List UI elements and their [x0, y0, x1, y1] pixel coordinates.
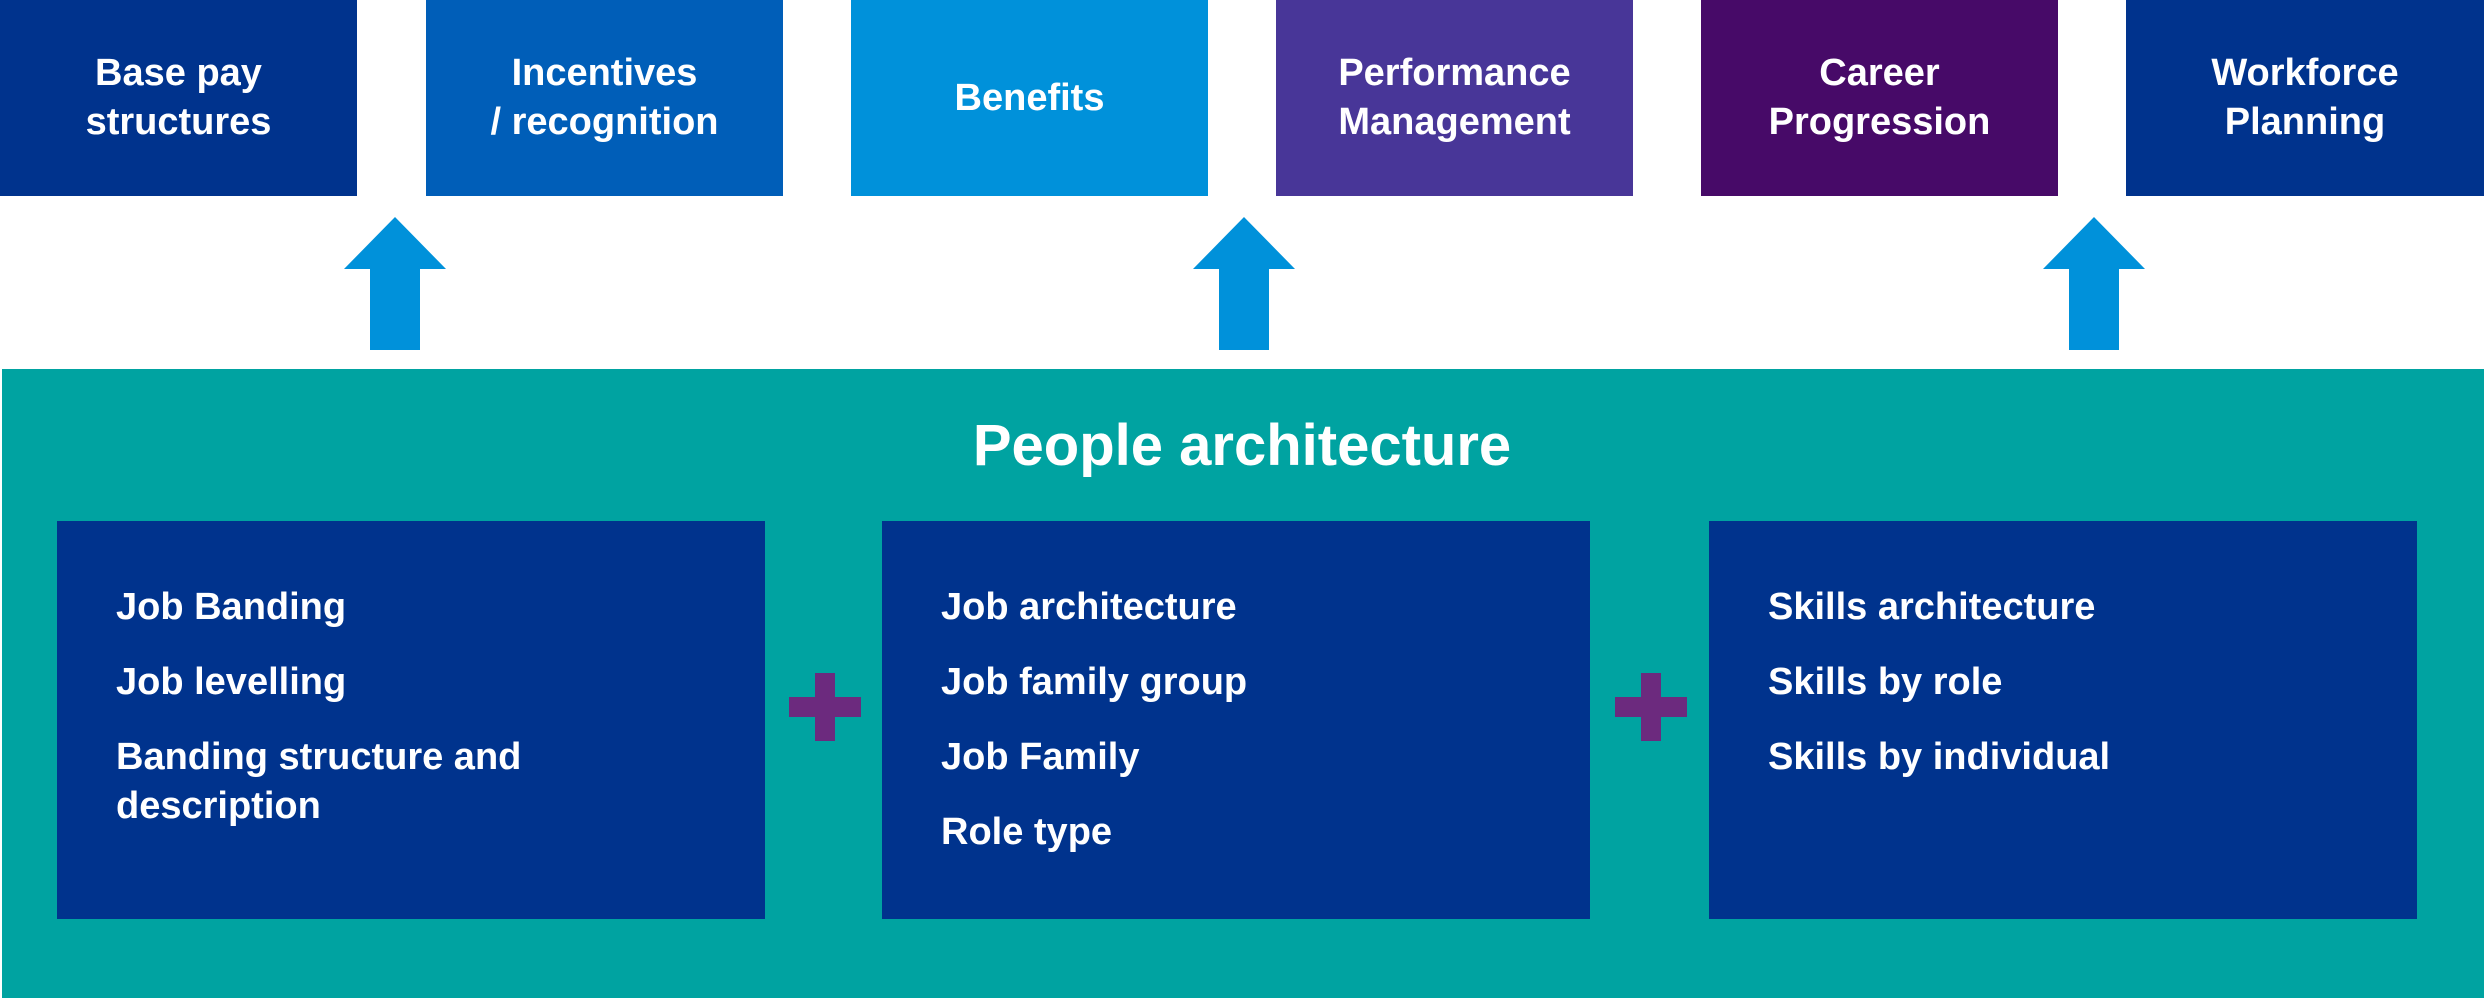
list-item: Job Family	[941, 736, 1140, 778]
outcome-label: Performance Management	[1338, 52, 1571, 143]
list-item: Job Banding	[116, 586, 347, 628]
outcome-label: Base pay structures	[85, 52, 272, 143]
list-item: Role type	[941, 811, 1113, 853]
job-architecture-box: Job architecture Job family group Job Fa…	[882, 521, 1590, 919]
outcome-workforce: Workforce Planning	[2126, 0, 2484, 196]
up-arrow-icon	[344, 217, 446, 350]
outcome-label: Incentives / recognition	[490, 52, 719, 143]
job-banding-box: Job Banding Job levelling Banding struct…	[57, 521, 765, 919]
people-architecture-title: People architecture	[972, 413, 1512, 478]
list-item: Job family group	[941, 661, 1248, 703]
list-item: Skills by role	[1768, 661, 2003, 703]
outcome-label: Benefits	[954, 76, 1105, 119]
plus-icon	[789, 673, 861, 741]
plus-icon	[1615, 673, 1687, 741]
up-arrow-icon	[1193, 217, 1295, 350]
outcome-base-pay: Base pay structures	[0, 0, 357, 196]
outcome-label: Workforce Planning	[2211, 52, 2399, 143]
skills-architecture-box: Skills architecture Skills by role Skill…	[1709, 521, 2417, 919]
outcome-career: Career Progression	[1701, 0, 2058, 196]
list-item: Banding structure and description	[116, 736, 522, 827]
list-item: Job architecture	[941, 586, 1237, 628]
list-item: Job levelling	[116, 661, 347, 703]
outcome-benefits: Benefits	[851, 0, 1208, 196]
list-item: Skills architecture	[1768, 586, 2096, 628]
outcome-incentives: Incentives / recognition	[426, 0, 783, 196]
up-arrow-icon	[2043, 217, 2145, 350]
outcome-performance: Performance Management	[1276, 0, 1633, 196]
list-item: Skills by individual	[1768, 736, 2111, 778]
outcome-label: Career Progression	[1768, 52, 1991, 143]
